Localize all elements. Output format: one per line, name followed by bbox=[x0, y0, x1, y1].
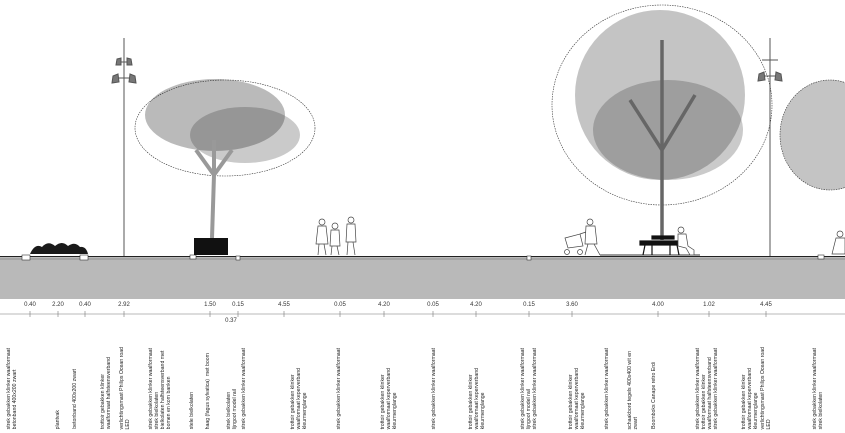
material-label: trottoir gebakken klinker waalformaat ke… bbox=[568, 367, 586, 429]
dimension-value: 1.50 bbox=[204, 302, 216, 308]
material-label: Boomboks Canape retro Erdi bbox=[651, 362, 657, 429]
material-label: schaakbord tegels 400x400 wit en zwart bbox=[627, 350, 639, 429]
material-label: trottoir gebakken klinker waalformaat ke… bbox=[380, 367, 398, 429]
planter-hedge bbox=[30, 243, 88, 254]
pedestrian-with-stroller bbox=[564, 218, 601, 256]
lamp-post-left bbox=[111, 38, 137, 256]
material-label: strek gebakken klinker waalformaat bbox=[241, 347, 247, 429]
tree-partial bbox=[779, 79, 845, 191]
bench bbox=[639, 235, 683, 256]
curb-markers bbox=[21, 254, 825, 261]
dimension-value: 0.40 bbox=[79, 302, 91, 308]
material-label: betonband 400x200 zwart bbox=[72, 369, 78, 429]
dimension-value: 2.92 bbox=[118, 302, 130, 308]
tree-large bbox=[551, 4, 773, 256]
pedestrians-group bbox=[315, 216, 357, 256]
dimension-value: 0.05 bbox=[427, 302, 439, 308]
material-label: plantvak bbox=[55, 409, 61, 429]
material-label: trottoir gebakken klinker waalformaat ke… bbox=[290, 367, 308, 429]
dimension-value: 1.02 bbox=[703, 302, 715, 308]
dimension-value: 4.00 bbox=[652, 302, 664, 308]
dimension-value: 4.20 bbox=[378, 302, 390, 308]
dimension-value: 3.60 bbox=[566, 302, 578, 308]
dimension-value: 2.20 bbox=[52, 302, 64, 308]
material-label: strek gebakken klinker waalformaat beton… bbox=[6, 347, 18, 429]
dimension-value: 0.15 bbox=[523, 302, 535, 308]
dimension-value: 0.05 bbox=[334, 302, 346, 308]
material-label: strek bielkolaten lijngoot model rail bbox=[226, 388, 238, 429]
material-label: strek gebakken klinker waalformaat strek… bbox=[812, 347, 824, 429]
lamp-post-right bbox=[757, 38, 783, 256]
material-label: strek gebakken klinker waalformaat lijng… bbox=[520, 347, 538, 429]
material-label: verlichtingsmast Philips Ocean road LED bbox=[760, 346, 772, 429]
material-label: strek gebakken klinker waalformaat trott… bbox=[695, 347, 719, 429]
material-label: stele bielkolaten bbox=[189, 391, 195, 429]
sub-dimension-label: 0.37 bbox=[225, 318, 237, 324]
material-label: strek gebakken klinker waalformaat bbox=[604, 347, 610, 429]
material-label: strek gebakken klinker waalformaat strek… bbox=[148, 347, 172, 429]
tree-with-hedge bbox=[134, 79, 316, 255]
dimension-value: 4.20 bbox=[470, 302, 482, 308]
material-label: haag (fagus sylvatica) met boom bbox=[205, 352, 211, 429]
material-label: strek gebakken klinker waalformaat bbox=[336, 347, 342, 429]
material-label: trottoir gebakken klinker waalformaat ke… bbox=[741, 367, 759, 429]
material-label: trottoir gebakken klinker waalformaat ke… bbox=[468, 367, 486, 429]
material-label: trottoir gebakken klinker waalformaat ha… bbox=[100, 356, 112, 429]
material-label: verlichtingsmast Philips Ocean road LED bbox=[119, 346, 131, 429]
material-label: strek gebakken klinker waalformaat bbox=[431, 347, 437, 429]
ground-section bbox=[0, 257, 845, 299]
dimension-value: 0.15 bbox=[232, 302, 244, 308]
pedestrian-right bbox=[831, 230, 845, 255]
dimension-value: 4.55 bbox=[278, 302, 290, 308]
dimension-value: 4.45 bbox=[760, 302, 772, 308]
seated-person bbox=[677, 226, 695, 256]
dimension-value: 0.40 bbox=[24, 302, 36, 308]
dimension-ticks bbox=[29, 311, 767, 317]
